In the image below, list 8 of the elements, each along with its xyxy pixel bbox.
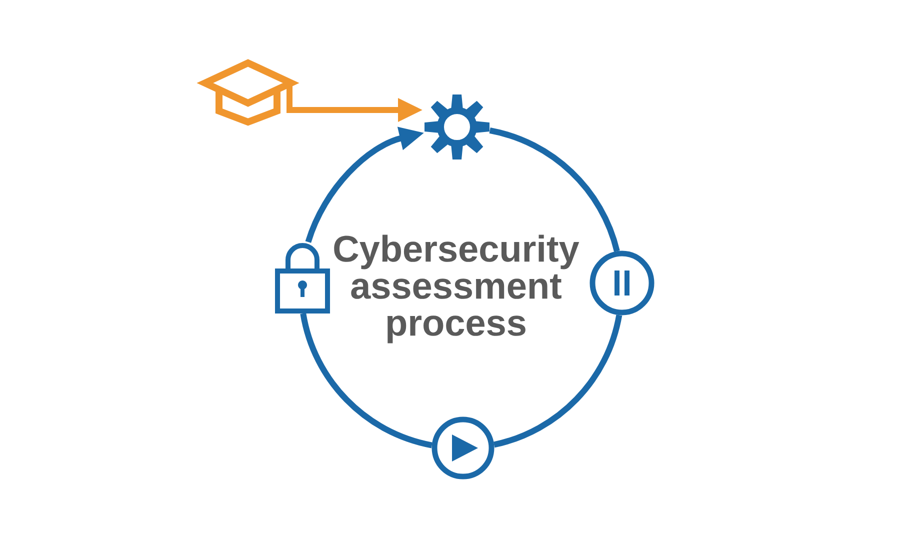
gear-icon bbox=[424, 94, 490, 160]
arc-line bbox=[493, 314, 622, 448]
padlock-icon bbox=[275, 243, 330, 314]
play-icon bbox=[432, 416, 494, 480]
arc-line bbox=[300, 312, 433, 448]
arc-line bbox=[489, 128, 620, 252]
pause-icon bbox=[590, 250, 654, 316]
center-label: Cybersecurity assessment process bbox=[334, 234, 580, 344]
